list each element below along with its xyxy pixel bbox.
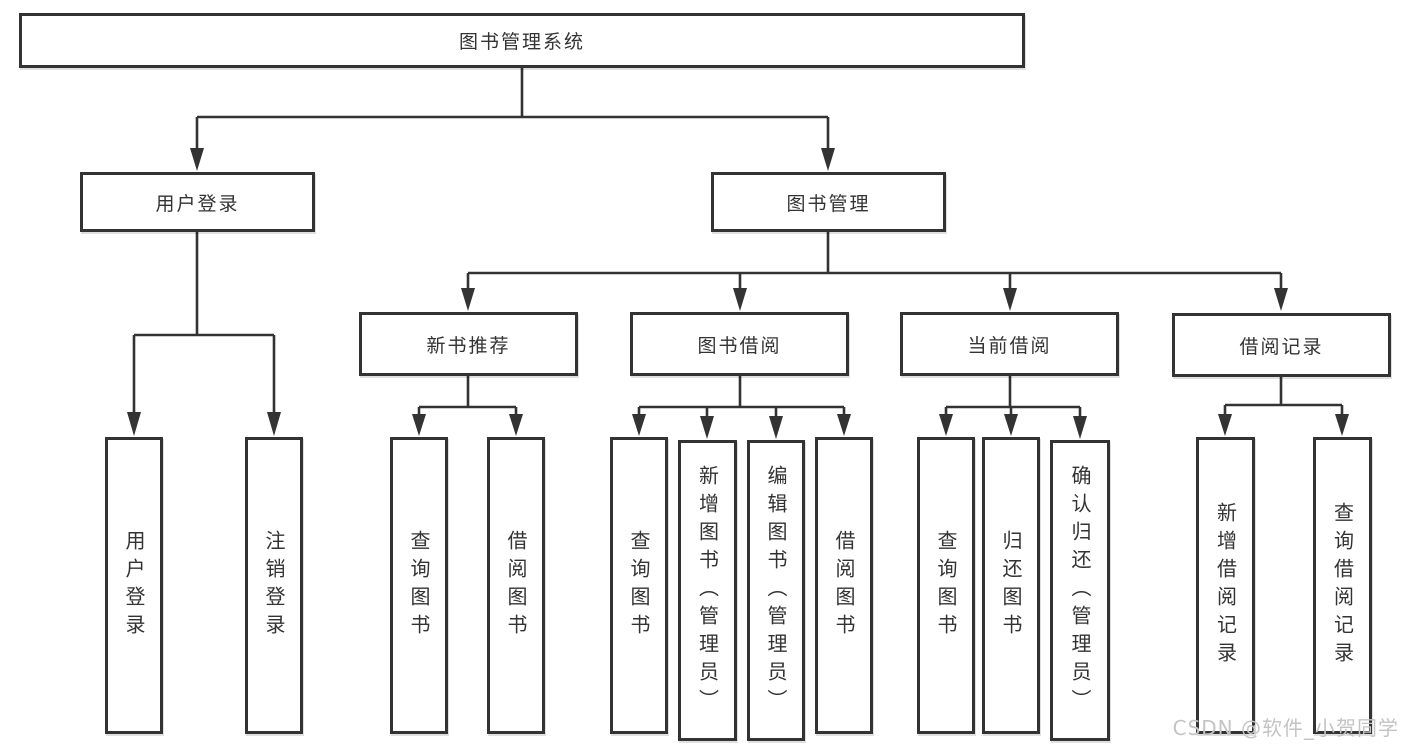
node-group-new-book: 新书推荐 bbox=[359, 312, 578, 376]
node-label: 新增借阅记录 bbox=[1213, 501, 1238, 670]
node-label: 查询图书 bbox=[627, 529, 651, 642]
leaf-borrow-add-admin: 新增图书（管理员） bbox=[678, 440, 737, 741]
leaf-current-query: 查询图书 bbox=[917, 437, 975, 734]
connector-borrow-record-children bbox=[1218, 377, 1349, 436]
connector-book-mgmt-groups bbox=[461, 232, 1288, 311]
node-label: 新增图书（管理员） bbox=[695, 464, 720, 717]
leaf-newbook-query: 查询图书 bbox=[390, 437, 448, 734]
leaf-current-return: 归还图书 bbox=[982, 437, 1040, 734]
node-label: 图书管理 bbox=[786, 192, 871, 215]
node-label: 用户登录 bbox=[122, 529, 146, 642]
node-label: 借阅记录 bbox=[1239, 335, 1324, 358]
node-label: 借阅图书 bbox=[832, 529, 856, 642]
leaf-user-login: 用户登录 bbox=[105, 437, 163, 734]
leaf-record-add: 新增借阅记录 bbox=[1196, 437, 1255, 734]
csdn-watermark: CSDN @软件_小贺同学 bbox=[1172, 716, 1399, 740]
node-label: 注销登录 bbox=[262, 529, 286, 642]
leaf-record-query: 查询借阅记录 bbox=[1313, 437, 1372, 734]
node-group-borrow-record: 借阅记录 bbox=[1172, 313, 1391, 377]
connector-user-login-children bbox=[127, 232, 281, 436]
node-root-system: 图书管理系统 bbox=[19, 13, 1025, 68]
leaf-borrow-borrow: 借阅图书 bbox=[815, 437, 873, 734]
node-label: 借阅图书 bbox=[504, 529, 528, 642]
node-group-current-borrow: 当前借阅 bbox=[900, 312, 1119, 376]
node-label: 确认归还（管理员） bbox=[1068, 464, 1092, 717]
node-label: 图书管理系统 bbox=[458, 31, 585, 53]
node-label: 图书借阅 bbox=[697, 334, 782, 357]
leaf-borrow-query: 查询图书 bbox=[610, 437, 668, 734]
connector-current-borrow-children bbox=[939, 376, 1087, 439]
node-label: 查询图书 bbox=[934, 529, 958, 642]
leaf-current-confirm-admin: 确认归还（管理员） bbox=[1050, 440, 1110, 741]
connector-new-book-children bbox=[412, 376, 523, 436]
leaf-newbook-borrow: 借阅图书 bbox=[487, 437, 545, 734]
node-label: 当前借阅 bbox=[967, 334, 1052, 357]
leaf-logout: 注销登录 bbox=[245, 437, 303, 734]
node-label: 查询图书 bbox=[407, 529, 431, 642]
connector-book-borrow-children bbox=[632, 376, 851, 439]
node-group-book-borrow: 图书借阅 bbox=[630, 312, 849, 376]
node-label: 编辑图书（管理员） bbox=[764, 464, 788, 717]
node-label: 新书推荐 bbox=[426, 334, 511, 357]
node-book-mgmt: 图书管理 bbox=[711, 172, 946, 232]
node-label: 查询借阅记录 bbox=[1330, 501, 1355, 670]
node-label: 用户登录 bbox=[155, 192, 240, 215]
node-user-login: 用户登录 bbox=[80, 172, 315, 232]
connector-root-to-level2 bbox=[190, 68, 835, 171]
leaf-borrow-edit-admin: 编辑图书（管理员） bbox=[747, 440, 805, 741]
node-label: 归还图书 bbox=[999, 529, 1023, 642]
